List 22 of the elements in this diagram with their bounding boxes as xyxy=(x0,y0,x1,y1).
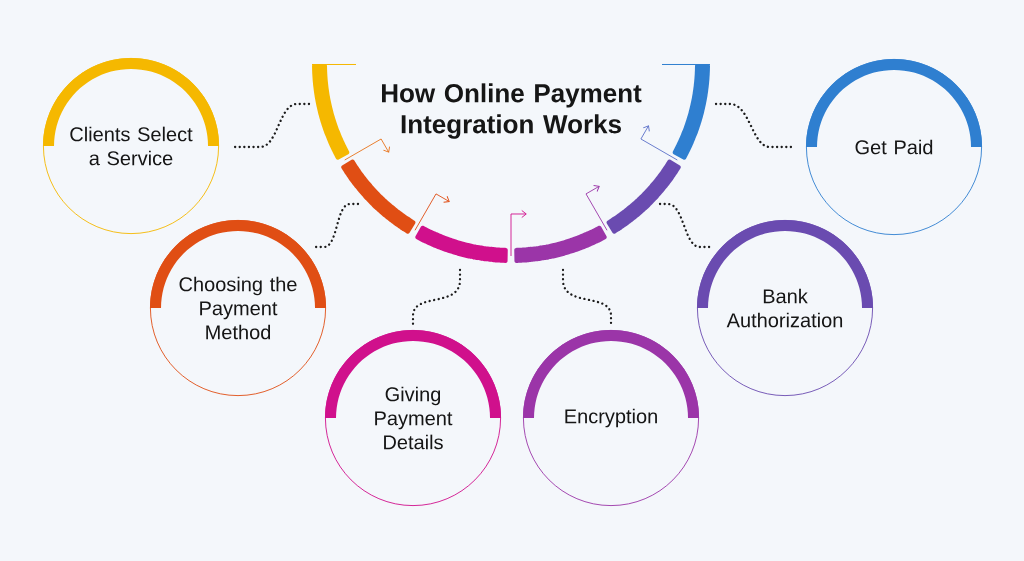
dotted-line xyxy=(714,102,794,149)
arrow xyxy=(585,185,608,231)
dotted-line xyxy=(658,202,712,249)
step-ring: Clients Select a Service xyxy=(42,57,220,235)
arc-segment xyxy=(661,64,711,160)
title: How Online Payment Integration Works xyxy=(382,83,642,139)
dotted-line xyxy=(411,268,462,327)
step-ring: Get Paid xyxy=(805,58,983,236)
arrow xyxy=(510,210,527,257)
arc-segment xyxy=(311,64,357,160)
arc-segment xyxy=(514,225,607,263)
step-ring: Giving Payment Details xyxy=(324,329,502,507)
step-ring: Bank Authorization xyxy=(696,219,874,397)
step-ring: Choosing the Payment Method xyxy=(149,219,327,397)
arrow xyxy=(344,138,390,161)
arrow xyxy=(640,125,678,161)
step-ring: Encryption xyxy=(522,329,700,507)
arc-segment xyxy=(341,159,416,234)
arrow xyxy=(414,193,450,231)
arc-segment xyxy=(606,159,681,234)
arc-segment xyxy=(415,225,508,263)
dotted-line xyxy=(561,268,613,327)
